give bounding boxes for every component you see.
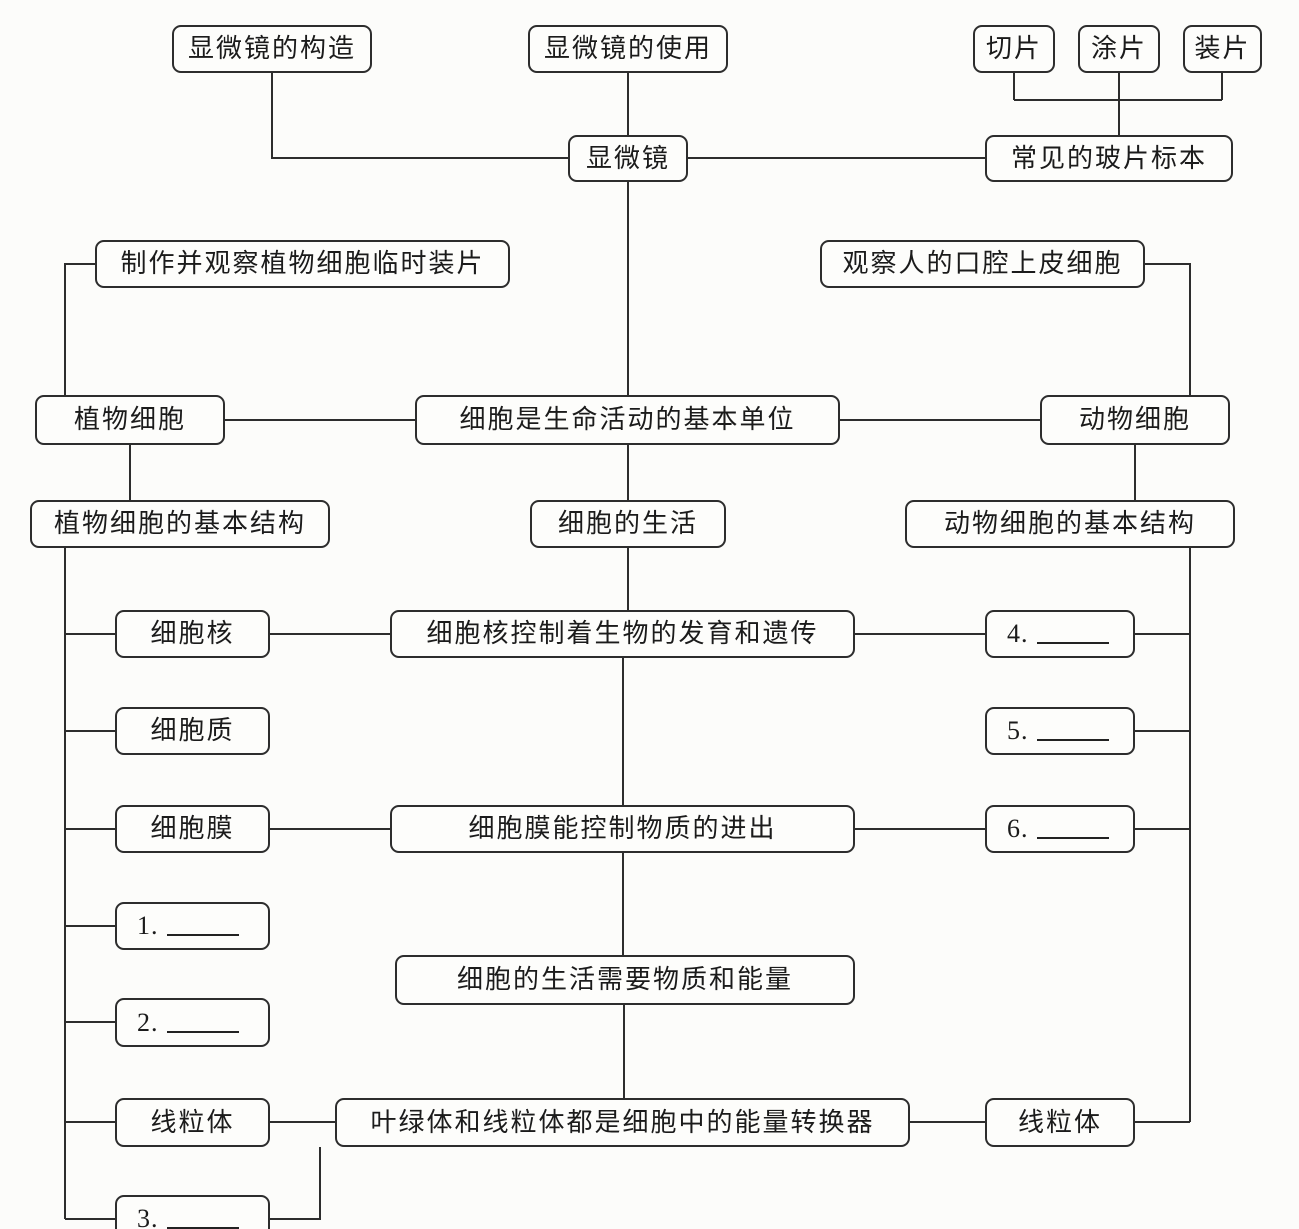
blank-underline (1036, 642, 1109, 644)
node-energy-converter-fact: 叶绿体和线粒体都是细胞中的能量转换器 (335, 1098, 910, 1147)
node-membrane-fact: 细胞膜能控制物质的进出 (390, 805, 855, 853)
node-membrane: 细胞膜 (115, 805, 270, 853)
node-label: 切片 (985, 34, 1042, 63)
node-cell-basic-unit: 细胞是生命活动的基本单位 (415, 395, 840, 445)
connector (270, 1147, 321, 1220)
blank-number: 1. (137, 911, 159, 940)
node-microscope: 显微镜 (568, 135, 688, 182)
node-label: 涂片 (1090, 34, 1147, 63)
node-label: 细胞质 (150, 716, 235, 745)
node-label: 细胞核 (150, 619, 235, 648)
node-label: 细胞膜能控制物质的进出 (468, 814, 777, 843)
node-animal-cell-structure: 动物细胞的基本结构 (905, 500, 1235, 548)
node-label: 叶绿体和线粒体都是细胞中的能量转换器 (370, 1107, 875, 1137)
node-label: 显微镜 (585, 143, 670, 173)
node-cell-life: 细胞的生活 (530, 500, 726, 548)
node-mitochondria-right: 线粒体 (985, 1098, 1135, 1147)
node-plant-cell-structure: 植物细胞的基本结构 (30, 500, 330, 548)
blank-underline (1036, 739, 1109, 741)
node-label: 细胞的生活 (557, 509, 698, 538)
node-slice: 切片 (973, 25, 1055, 73)
node-label: 细胞核控制着生物的发育和遗传 (426, 619, 819, 648)
node-label: 植物细胞的基本结构 (53, 509, 306, 538)
connector (64, 263, 95, 395)
node-label: 显微镜的使用 (543, 34, 712, 63)
node-observe-oral-cells: 观察人的口腔上皮细胞 (820, 240, 1145, 288)
node-label: 动物细胞 (1078, 405, 1191, 434)
connector (271, 73, 568, 159)
node-label: 装片 (1194, 34, 1251, 63)
blank-number: 5. (1007, 716, 1029, 745)
node-blank-2: 2. (115, 998, 270, 1047)
node-label: 动物细胞的基本结构 (943, 509, 1196, 538)
node-common-slide-specimens: 常见的玻片标本 (985, 135, 1233, 182)
node-label: 观察人的口腔上皮细胞 (842, 249, 1123, 278)
blank-number: 3. (137, 1204, 159, 1229)
node-label: 制作并观察植物细胞临时装片 (120, 249, 485, 278)
blank-underline (166, 934, 239, 936)
node-blank-6: 6. (985, 805, 1135, 853)
node-label: 线粒体 (1017, 1107, 1102, 1137)
blank-number: 4. (1007, 619, 1029, 648)
blank-underline (1036, 837, 1109, 839)
node-plant-cell: 植物细胞 (35, 395, 225, 445)
blank-number: 2. (137, 1007, 159, 1037)
node-blank-5: 5. (985, 707, 1135, 755)
node-make-plant-slide: 制作并观察植物细胞临时装片 (95, 240, 510, 288)
node-label: 常见的玻片标本 (1010, 143, 1207, 173)
node-label: 细胞的生活需要物质和能量 (456, 965, 793, 994)
node-blank-4: 4. (985, 610, 1135, 658)
node-blank-3: 3. (115, 1195, 270, 1229)
node-label: 植物细胞 (73, 405, 186, 434)
node-cell-needs-fact: 细胞的生活需要物质和能量 (395, 955, 855, 1005)
node-label: 细胞是生命活动的基本单位 (459, 405, 796, 434)
node-microscope-structure: 显微镜的构造 (172, 25, 372, 73)
blank-underline (166, 1227, 239, 1229)
node-smear: 涂片 (1078, 25, 1160, 73)
node-mount: 装片 (1183, 25, 1262, 73)
node-animal-cell: 动物细胞 (1040, 395, 1230, 445)
blank-underline (166, 1030, 239, 1033)
node-blank-1: 1. (115, 902, 270, 950)
blank-number: 6. (1007, 814, 1029, 843)
node-cytoplasm: 细胞质 (115, 707, 270, 755)
node-mitochondria-left: 线粒体 (115, 1098, 270, 1147)
node-label: 细胞膜 (150, 814, 235, 843)
connector (1145, 263, 1191, 395)
node-microscope-use: 显微镜的使用 (528, 25, 728, 73)
node-nucleus: 细胞核 (115, 610, 270, 658)
node-label: 显微镜的构造 (187, 34, 356, 63)
node-label: 线粒体 (150, 1107, 235, 1137)
node-nucleus-fact: 细胞核控制着生物的发育和遗传 (390, 610, 855, 658)
